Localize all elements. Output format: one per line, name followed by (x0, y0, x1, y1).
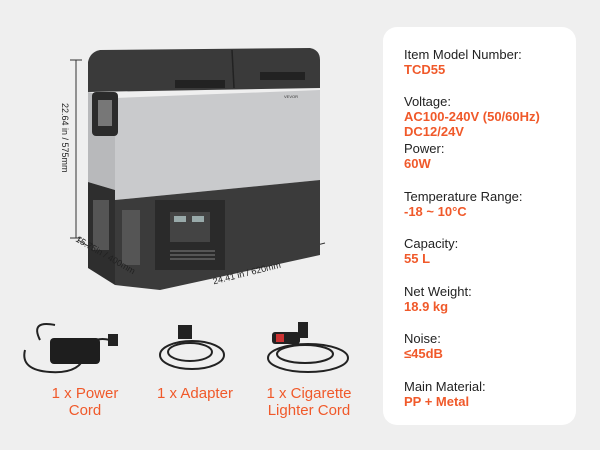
spec-value: PP + Metal (404, 394, 470, 409)
spec-value: -18 ~ 10°C (404, 204, 467, 219)
height-dimension: 22.64 in / 575mm (60, 103, 70, 173)
adapter-icon (159, 325, 225, 370)
spec-label: Voltage: (404, 94, 451, 109)
spec-label: Temperature Range: (404, 189, 523, 204)
fridge-image: VEVOR (70, 48, 326, 290)
spec-label: Capacity: (404, 236, 459, 251)
accessory-label: Lighter Cord (267, 402, 351, 419)
spec-value: 55 L (404, 251, 431, 266)
spec-value: 18.9 kg (404, 299, 449, 314)
spec-label: Main Material: (404, 379, 486, 394)
spec-value: TCD55 (404, 62, 446, 77)
accessory-adapter: 1 x Adapter (140, 385, 250, 402)
cigarette-lighter-cord-icon (267, 322, 349, 373)
accessory-label: 1 x Power (51, 385, 119, 402)
spec-label: Net Weight: (404, 284, 472, 299)
spec-label: Power: (404, 141, 445, 156)
brand-logo: VEVOR (284, 94, 298, 99)
spec-value: ≤45dB (404, 346, 443, 361)
spec-label: Noise: (404, 331, 441, 346)
power-cord-icon (23, 323, 118, 374)
spec-value: AC100-240V (50/60Hz) (404, 109, 540, 124)
accessory-label: 1 x Cigarette (266, 385, 352, 402)
specs-card: Item Model Number:TCD55 Voltage:AC100-24… (383, 27, 576, 425)
spec-value: 60W (404, 156, 431, 171)
accessory-label: 1 x Adapter (157, 385, 233, 402)
spec-value: DC12/24V (404, 124, 464, 139)
accessory-label: Cord (68, 402, 102, 419)
spec-label: Item Model Number: (404, 47, 522, 62)
accessories-image (23, 322, 349, 374)
